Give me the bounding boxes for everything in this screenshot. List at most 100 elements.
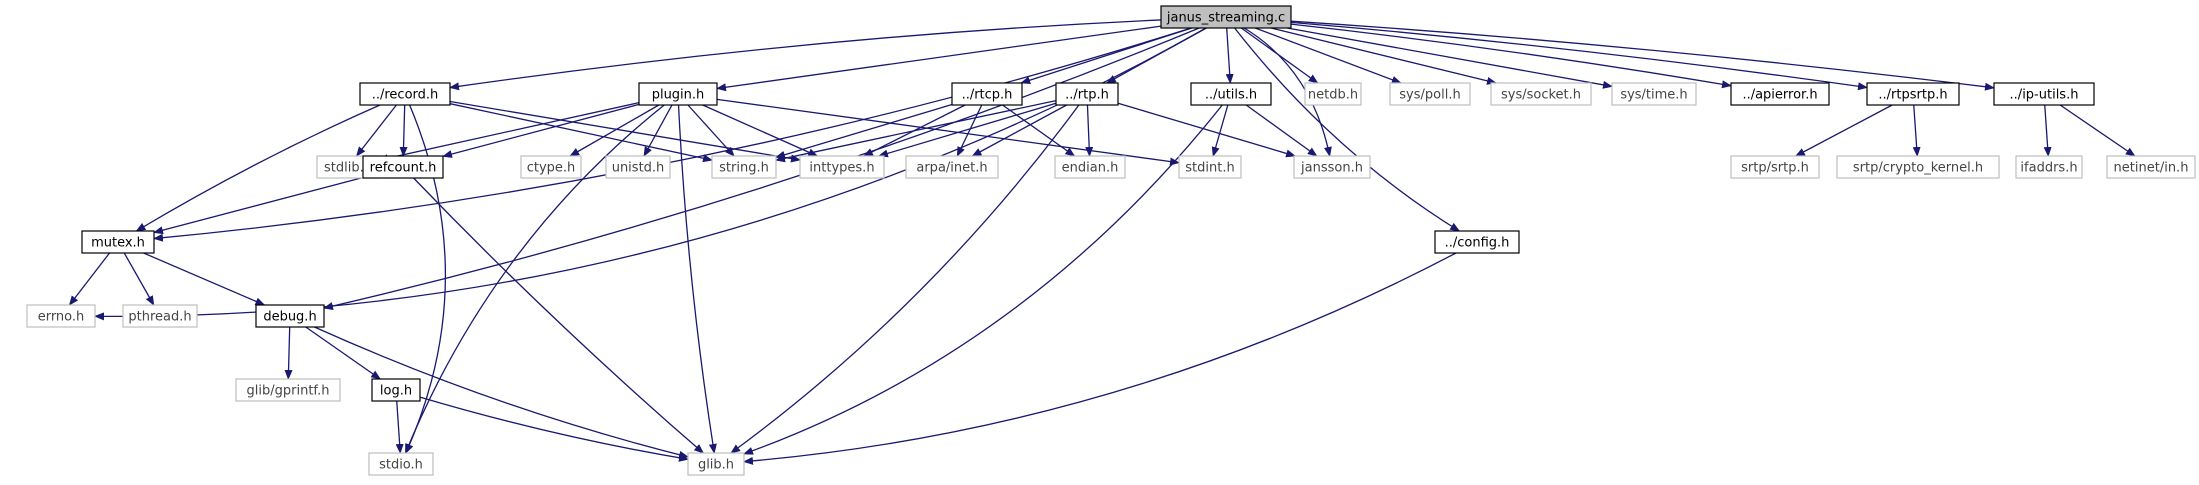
node-unistd: unistd.h: [605, 155, 671, 179]
node-utils-label: ../utils.h: [1205, 88, 1257, 103]
node-glib-label: glib.h: [698, 458, 734, 473]
node-log-label: log.h: [380, 384, 412, 399]
edge-janus_streaming-to-iputils: [1290, 20, 1995, 91]
node-rtpsrtp-label: ../rtpsrtp.h: [1878, 88, 1947, 103]
node-log-box: [371, 378, 421, 402]
node-apierror[interactable]: ../apierror.h: [1730, 82, 1830, 106]
node-syssocket: sys/socket.h: [1490, 82, 1592, 106]
edge-debug-to-glib: [314, 326, 689, 459]
edge-janus_streaming-to-jansson: [1243, 27, 1332, 157]
edge-rtp-to-endian: [1085, 104, 1094, 157]
edge-record-to-inttypes: [449, 100, 801, 163]
edge-rtp-to-arpainet: [971, 104, 1067, 157]
node-record-box: [359, 82, 451, 106]
node-ctype: ctype.h: [520, 155, 582, 179]
node-inttypes-label: inttypes.h: [809, 161, 874, 176]
node-jansson: jansson.h: [1293, 155, 1371, 179]
edge-janus_streaming-to-record: [449, 19, 1162, 91]
node-iputils[interactable]: ../ip-utils.h: [1993, 82, 2095, 106]
node-syssocket-label: sys/socket.h: [1501, 88, 1581, 103]
node-janus_streaming-box: [1160, 5, 1292, 29]
node-rtpsrtp[interactable]: ../rtpsrtp.h: [1866, 82, 1960, 106]
node-utils[interactable]: ../utils.h: [1190, 82, 1272, 106]
edge-debug-to-glibgprintf: [284, 326, 293, 380]
edge-rtcp-to-endian: [1002, 104, 1076, 157]
node-errno: errno.h: [26, 304, 96, 328]
node-refcount-box: [362, 155, 444, 179]
node-syspoll: sys/poll.h: [1389, 82, 1471, 106]
edge-iputils-to-netinetin: [2059, 104, 2136, 157]
node-rtcp-label: ../rtcp.h: [962, 88, 1013, 103]
node-rtp[interactable]: ../rtp.h: [1055, 82, 1119, 106]
edge-rtp-to-jansson: [1117, 102, 1297, 158]
node-errno-label: errno.h: [38, 310, 85, 325]
edge-plugin-to-inttypes: [702, 104, 819, 157]
node-ifaddrs: ifaddrs.h: [2015, 155, 2083, 179]
node-string: string.h: [711, 155, 777, 179]
node-apierror-label: ../apierror.h: [1742, 88, 1817, 103]
node-stdint-label: stdint.h: [1185, 161, 1234, 176]
edge-rtcp-to-arpainet: [956, 104, 983, 157]
node-record-label: ../record.h: [372, 88, 439, 103]
edge-rtp-to-string: [775, 99, 1057, 163]
node-pthread: pthread.h: [122, 304, 198, 328]
node-mutex-label: mutex.h: [91, 236, 145, 251]
edge-record-to-mutex: [135, 104, 381, 232]
node-ctype-label: ctype.h: [527, 161, 576, 176]
edge-janus_streaming-to-syspoll: [1254, 27, 1402, 84]
node-stdio-label: stdio.h: [379, 458, 423, 473]
edge-mutex-to-debug: [143, 252, 266, 306]
node-endian-label: endian.h: [1062, 161, 1119, 176]
node-systime: sys/time.h: [1611, 82, 1697, 106]
node-stdint-box: [1178, 155, 1242, 179]
node-config[interactable]: ../config.h: [1434, 230, 1520, 254]
edge-plugin-to-unistd: [643, 104, 673, 157]
node-jansson-box: [1293, 155, 1371, 179]
node-rtp-label: ../rtp.h: [1065, 88, 1109, 103]
node-record[interactable]: ../record.h: [359, 82, 451, 106]
node-syspoll-label: sys/poll.h: [1399, 88, 1460, 103]
node-debug[interactable]: debug.h: [255, 304, 325, 328]
edge-plugin-to-ctype: [569, 104, 660, 157]
node-iputils-box: [1993, 82, 2095, 106]
edge-iputils-to-ifaddrs: [2043, 104, 2052, 157]
node-plugin[interactable]: plugin.h: [638, 82, 718, 106]
node-iputils-label: ../ip-utils.h: [2010, 88, 2079, 103]
edges-layer: [68, 19, 2136, 465]
edge-mutex-to-errno: [68, 252, 111, 306]
node-netdb-box: [1304, 82, 1362, 106]
node-glib: glib.h: [687, 452, 745, 476]
node-refcount[interactable]: refcount.h: [362, 155, 444, 179]
node-stdio-box: [368, 452, 434, 476]
node-rtcp[interactable]: ../rtcp.h: [951, 82, 1023, 106]
edge-record-to-stdio: [405, 104, 447, 454]
node-inttypes-box: [799, 155, 885, 179]
nodes-layer: janus_streaming.c ../record.h plugin.h ../r…: [26, 5, 2196, 476]
node-ifaddrs-label: ifaddrs.h: [2020, 161, 2077, 176]
node-glibgprintf: glib/gprintf.h: [235, 378, 341, 402]
edge-record-to-string: [449, 103, 713, 163]
node-rtp-box: [1055, 82, 1119, 106]
node-cryptokernel-label: srtp/crypto_kernel.h: [1853, 161, 1983, 176]
edge-janus_streaming-to-apierror: [1290, 23, 1732, 89]
node-netinetin: netinet/in.h: [2106, 155, 2196, 179]
node-systime-box: [1611, 82, 1697, 106]
node-rtpsrtp-box: [1866, 82, 1960, 106]
edge-janus_streaming-to-plugin: [716, 25, 1162, 92]
node-srtp: srtp/srtp.h: [1730, 155, 1820, 179]
node-string-label: string.h: [719, 161, 769, 176]
node-mutex-box: [81, 230, 155, 254]
node-glib-box: [687, 452, 745, 476]
node-syssocket-box: [1490, 82, 1592, 106]
node-arpainet-label: arpa/inet.h: [916, 161, 987, 176]
node-ctype-box: [520, 155, 582, 179]
edge-log-to-glib: [419, 396, 689, 462]
edge-janus_streaming-to-mutex: [153, 27, 1192, 242]
node-plugin-label: plugin.h: [652, 88, 705, 103]
node-janus_streaming[interactable]: janus_streaming.c: [1160, 5, 1292, 29]
node-debug-box: [255, 304, 325, 328]
node-mutex[interactable]: mutex.h: [81, 230, 155, 254]
edge-plugin-to-refcount: [442, 103, 640, 158]
edge-refcount-to-mutex: [153, 176, 364, 235]
node-log[interactable]: log.h: [371, 378, 421, 402]
